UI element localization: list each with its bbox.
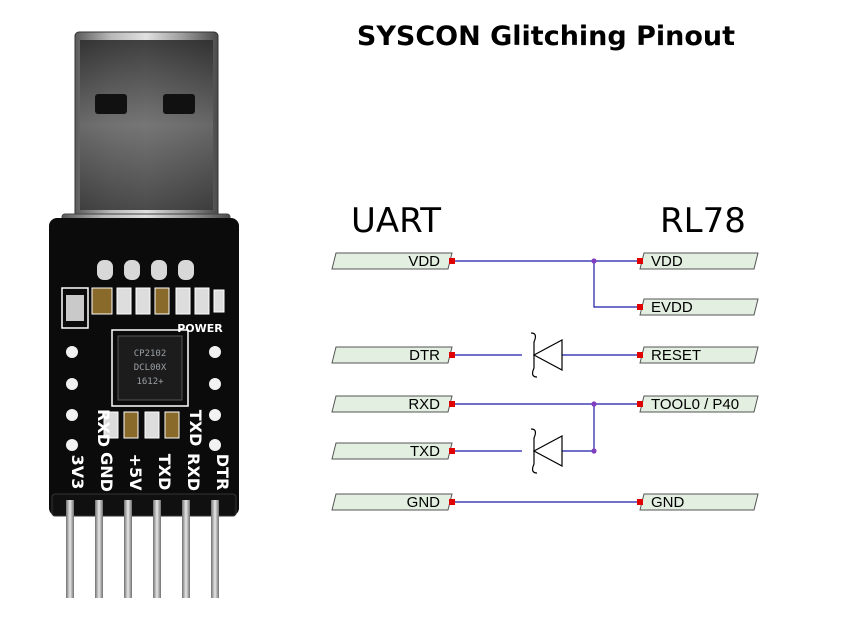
header-label-rxd: RXD — [184, 453, 203, 491]
uart-port-label: DTR — [409, 347, 440, 364]
pin-marker — [637, 352, 643, 358]
pin-marker — [637, 401, 643, 407]
pin-marker — [449, 352, 455, 358]
pin-marker — [637, 258, 643, 264]
uart-port-gnd: GND — [331, 493, 455, 511]
rl78-port-label: RESET — [651, 347, 701, 364]
smd-components-top — [61, 287, 225, 329]
diode-txd — [530, 428, 563, 474]
pin-marker — [449, 499, 455, 505]
rl78-port-vdd: VDD — [637, 252, 759, 270]
led-label-rxd: RXD — [94, 409, 113, 447]
wire-txd-right — [562, 404, 595, 452]
page-title: SYSCON Glitching Pinout — [357, 21, 735, 52]
smd-components-leds — [103, 411, 180, 439]
port-box — [331, 346, 453, 364]
rl78-port-label: EVDD — [651, 299, 693, 316]
chip-text-3: 1612+ — [136, 377, 164, 387]
usb-plug-slot-left — [95, 94, 127, 114]
junctions — [591, 258, 597, 454]
uart-port-label: GND — [407, 494, 441, 511]
rl78-port-reset: RESET — [637, 346, 759, 364]
uart-port-label: VDD — [408, 253, 440, 270]
header-pins — [66, 500, 219, 598]
rl78-port-tool0-p40: TOOL0 / P40 — [637, 395, 759, 413]
junction-rxd — [591, 401, 597, 407]
header-label-dtr: DTR — [213, 454, 232, 491]
chip-text-1: CP2102 — [134, 349, 167, 359]
usb-solder-pads — [97, 260, 194, 280]
uart-ports: VDD DTR RXD TXD GND — [331, 252, 455, 511]
pin-marker — [449, 448, 455, 454]
diode-dtr — [530, 332, 563, 378]
rl78-port-label: VDD — [651, 253, 683, 270]
pin-marker — [637, 499, 643, 505]
led-label-txd: TXD — [186, 410, 205, 447]
uart-port-txd: TXD — [331, 442, 455, 460]
pcb-holes — [66, 346, 221, 451]
rl78-port-label: GND — [651, 494, 685, 511]
power-label: POWER — [177, 322, 223, 335]
port-box — [331, 252, 453, 270]
uart-header: UART — [351, 201, 441, 241]
rl78-header: RL78 — [660, 201, 746, 241]
header-label-3v3: 3V3 — [68, 455, 87, 490]
chip-text-2: DCL00X — [134, 363, 167, 373]
uart-port-dtr: DTR — [331, 346, 455, 364]
rl78-port-evdd: EVDD — [637, 298, 759, 316]
junction-vdd — [591, 258, 597, 264]
header-plastic — [51, 493, 237, 517]
junction-txd — [591, 448, 597, 454]
port-box — [331, 395, 453, 413]
header-label-5v: +5V — [126, 454, 145, 492]
usb-uart-board-photo: POWER CP2102 DCL00X 1612+ RXD — [49, 31, 239, 598]
cp2102-chip: CP2102 DCL00X 1612+ — [111, 329, 189, 407]
pin-marker — [449, 401, 455, 407]
wire-evdd — [593, 261, 640, 308]
header-label-txd: TXD — [155, 454, 174, 491]
rl78-port-gnd: GND — [637, 493, 759, 511]
port-box — [331, 493, 453, 511]
pin-marker — [637, 304, 643, 310]
usb-plug-slot-right — [163, 94, 195, 114]
port-box — [331, 442, 453, 460]
rl78-port-label: TOOL0 / P40 — [651, 396, 739, 413]
usb-plug-inner — [80, 40, 213, 210]
uart-port-rxd: RXD — [331, 395, 455, 413]
uart-port-vdd: VDD — [331, 252, 455, 270]
wires — [452, 260, 640, 503]
uart-port-label: RXD — [408, 396, 440, 413]
pin-marker — [449, 258, 455, 264]
header-label-gnd: GND — [97, 452, 116, 492]
uart-port-label: TXD — [410, 443, 440, 460]
